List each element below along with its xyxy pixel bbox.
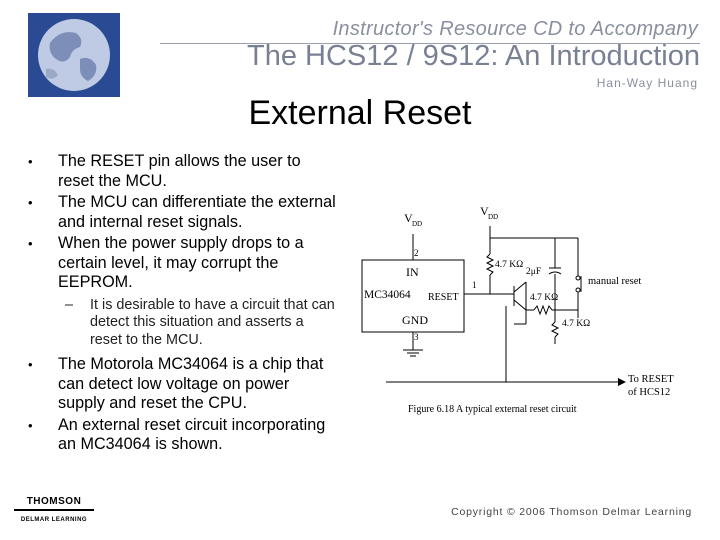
bullet-text: When the power supply drops to a certain… (58, 234, 304, 291)
bullet-item: • The MCU can differentiate the external … (28, 193, 338, 232)
r3-label: 4.7 KΩ (562, 319, 590, 329)
header-title: The HCS12 / 9S12: An Introduction (247, 40, 700, 72)
pin-reset-number: 1 (472, 280, 477, 290)
pin3-label: 3 (414, 332, 419, 342)
bullet-text: The RESET pin allows the user to reset t… (58, 152, 301, 190)
publisher-logo: THOMSON DELMAR LEARNING (14, 496, 94, 523)
logo-delmar: DELMAR LEARNING (20, 517, 88, 523)
header-rule (160, 43, 700, 44)
sub-bullet-item: –It is desirable to have a circuit that … (28, 297, 338, 350)
logo-bar (14, 509, 94, 511)
bullet-item: • The Motorola MC34064 is a chip that can… (28, 355, 338, 414)
globe-logo-icon (28, 13, 120, 97)
figure-caption: Figure 6.18 A typical external reset cir… (408, 404, 577, 415)
vdd-right-label: V (480, 204, 489, 218)
cap-label: 2μF (526, 267, 541, 277)
vdd-left-label: V (404, 211, 413, 225)
reset-circuit-diagram: V DD V DD IN MC34064 RESET GND 2 1 3 4.7… (361, 204, 674, 415)
bullet-dot-icon: • (28, 417, 33, 433)
bullet-text: The Motorola MC34064 is a chip that can … (58, 355, 324, 412)
bullet-item: • An external reset circuit incorporating… (28, 416, 338, 455)
bullet-dot-icon: • (28, 357, 33, 372)
logo-thomson: THOMSON (26, 496, 82, 507)
bullet-dot-icon: • (28, 236, 33, 251)
pin-reset-label: RESET (428, 292, 459, 303)
vdd-left-sub: DD (412, 220, 422, 228)
header-subtitle: Instructor's Resource CD to Accompany (332, 18, 698, 40)
manual-reset-label: manual reset (588, 276, 641, 287)
pin1-label: 2 (414, 248, 419, 258)
copyright-text: Copyright © 2006 Thomson Delmar Learning (451, 506, 692, 518)
dash-icon: – (65, 296, 74, 313)
bullet-dot-icon: • (28, 195, 33, 210)
bullet-item: • The RESET pin allows the user to reset … (28, 152, 338, 191)
chip-label: MC34064 (364, 289, 411, 301)
r2-label: 4.7 KΩ (530, 293, 558, 303)
of-hcs12-label: of HCS12 (628, 387, 670, 398)
bullet-list: • The RESET pin allows the user to reset … (28, 152, 338, 457)
to-reset-label: To RESET (628, 374, 674, 385)
r1-label: 4.7 KΩ (495, 260, 523, 270)
bullet-text: An external reset circuit incorporating … (58, 415, 326, 454)
pin-gnd-label: GND (402, 313, 428, 327)
header-author: Han-Way Huang (596, 76, 698, 90)
slide-title: External Reset (248, 94, 472, 132)
sub-bullet-text: It is desirable to have a circuit that c… (90, 296, 335, 348)
bullet-dot-icon: • (28, 154, 33, 169)
bullet-item: • When the power supply drops to a certai… (28, 234, 338, 293)
vdd-right-sub: DD (488, 213, 498, 221)
bullet-text: The MCU can differentiate the external a… (58, 193, 336, 231)
pin-in-label: IN (406, 265, 419, 279)
